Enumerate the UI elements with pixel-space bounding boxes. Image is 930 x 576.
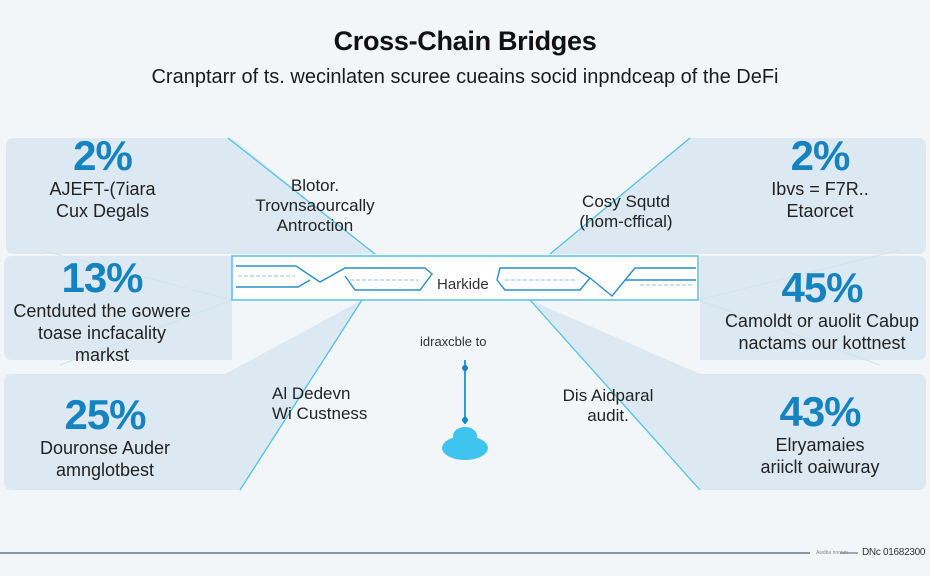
stat-desc-line: Ibvs = F7R.. [771, 179, 869, 199]
stat-desc-line: ariiclt oaiwuray [760, 457, 880, 477]
stat-percent: 2% [73, 132, 133, 179]
card-panel-left-2 [4, 256, 232, 360]
stat-desc-line: markst [75, 345, 129, 365]
stat-card-left-3: 25% Douronse Auder amnglotbest [20, 393, 190, 481]
stat-percent: 43% [779, 388, 861, 435]
bridge-graphic [231, 255, 699, 301]
stat-card-right-2: 45% Camoldt or auolit Cabup nactams our … [714, 266, 930, 354]
footer-code: DNc 01682300 [862, 547, 926, 558]
stat-card-right-1: 2% Ibvs = F7R.. Etaorcet [745, 134, 895, 222]
label-line: Dis Aidparal [562, 386, 654, 405]
page-subtitle: Cranptarr of ts. wecinlaten scuree cueai… [151, 66, 779, 88]
stat-percent: 45% [781, 264, 863, 311]
label-line: Wi Custness [272, 404, 368, 423]
card-panel-right-3 [530, 300, 926, 490]
label-line: Antroction [276, 216, 354, 235]
label-line: Cosy Squtd [582, 192, 670, 211]
stat-desc-line: Centduted the ɢowere [13, 301, 191, 321]
label-bottom-left: Al Dedevn Wi Custness [272, 384, 392, 424]
stat-desc-line: Camoldt or auolit Cabup [724, 311, 920, 331]
label-top-right: Cosy Squtd (hom-cffical) [556, 192, 696, 232]
stat-card-right-3: 43% Elryamaies ariiclt oaiwuray [750, 390, 890, 478]
page-title: Cross-Chain Bridges [333, 26, 597, 56]
label-line: Al Dedevn [272, 384, 351, 403]
bridge-label: Harkide [437, 276, 489, 293]
label-line: (hom-cffical) [579, 212, 673, 231]
label-line: audit. [587, 406, 629, 425]
stat-desc-line: Cux Degals [55, 201, 150, 221]
stat-percent: 13% [61, 254, 143, 301]
stat-desc-line: toase incfacality [37, 323, 167, 343]
card-panel-right-2 [700, 256, 926, 360]
card-panel-left-1 [6, 138, 375, 254]
stat-percent: 2% [790, 132, 851, 179]
stat-card-left-1: 2% AJEFT-(7iara Cux Degals [20, 134, 185, 222]
stat-desc-line: AJEFT-(7iara [49, 179, 156, 199]
bridge-sub-label: idraxcble to [420, 334, 487, 349]
stat-desc-line: amnglotbest [55, 460, 155, 480]
stat-desc-line: nactams our kottnest [738, 333, 906, 353]
stat-card-left-2: 13% Centduted the ɢowere toase incfacali… [4, 256, 200, 366]
label-line: Trovnsaourcally [255, 196, 375, 215]
footer-small-text: Awdba nnnnm [816, 550, 848, 556]
stat-desc-line: Elryamaies [775, 435, 865, 455]
label-top-left: Blotor. Trovnsaourcally Antroction [240, 176, 390, 236]
card-panel-right-1 [550, 138, 926, 254]
stat-percent: 25% [64, 391, 146, 438]
label-bottom-right: Dis Aidparal audit. [548, 386, 668, 426]
stat-desc-line: Douronse Auder [39, 438, 171, 458]
stat-desc-line: Etaorcet [786, 201, 854, 221]
card-panel-left-3 [4, 300, 362, 490]
label-line: Blotor. [290, 176, 340, 195]
tower-icon [442, 360, 488, 460]
